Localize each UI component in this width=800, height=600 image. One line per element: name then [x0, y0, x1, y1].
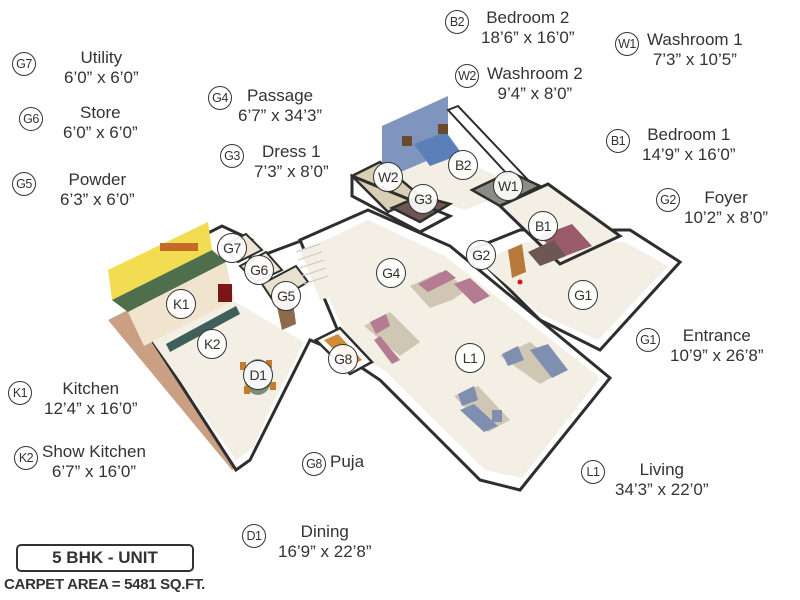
legend-l1: L1 Living 34’3” x 22’0” — [581, 460, 709, 500]
plan-marker-k2: K2 — [197, 329, 227, 359]
badge-b2: B2 — [445, 10, 469, 34]
badge-b1: B1 — [606, 129, 630, 153]
room-size: 7’3” x 8’0” — [254, 162, 329, 181]
legend-g5: G5 Powder 6’3” x 6’0” — [12, 170, 135, 210]
stairs — [295, 243, 329, 285]
badge-w2: W2 — [455, 64, 479, 88]
room-name: Living — [639, 460, 684, 479]
badge-g7: G7 — [12, 52, 36, 76]
room-name: Utility — [80, 48, 123, 67]
badge-g2: G2 — [656, 188, 680, 212]
badge-k2: K2 — [14, 446, 38, 470]
room-size: 9’4” x 8’0” — [497, 84, 573, 103]
badge-g5: G5 — [12, 172, 36, 196]
badge-l1: L1 — [581, 460, 605, 484]
room-name: Store — [80, 103, 121, 122]
room-name: Washroom 1 — [647, 30, 743, 49]
badge-g6: G6 — [19, 107, 43, 131]
plan-marker-g3: G3 — [408, 184, 438, 214]
room-name: Foyer — [704, 188, 748, 207]
room-name: Bedroom 1 — [647, 125, 731, 144]
room-size: 18’6” x 16’0” — [481, 28, 575, 47]
unit-type-box: 5 BHK - UNIT — [16, 544, 194, 572]
legend-b1: B1 Bedroom 1 14’9” x 16’0” — [606, 125, 736, 165]
legend-g3: G3 Dress 1 7’3” x 8’0” — [220, 142, 329, 182]
legend-k1: K1 Kitchen 12’4” x 16’0” — [8, 379, 138, 419]
room-size: 6’3” x 6’0” — [60, 190, 135, 209]
plan-marker-g1: G1 — [568, 280, 598, 310]
plan-marker-l1: L1 — [455, 343, 485, 373]
room-size: 7’3” x 10’5” — [652, 50, 737, 69]
plan-marker-g8: G8 — [328, 344, 358, 374]
badge-k1: K1 — [8, 381, 32, 405]
legend-g6: G6 Store 6’0” x 6’0” — [19, 103, 138, 143]
room-size: 6’0” x 6’0” — [63, 123, 138, 142]
room-name: Dining — [300, 522, 349, 541]
carpet-area-label: CARPET AREA = 5481 SQ.FT. — [4, 576, 206, 593]
legend-g8: G8 Puja — [302, 452, 364, 476]
plan-marker-g5: G5 — [271, 281, 301, 311]
room-name: Washroom 2 — [487, 64, 583, 83]
badge-d1: D1 — [242, 524, 266, 548]
living-furniture — [364, 270, 568, 432]
legend-d1: D1 Dining 16’9” x 22’8” — [242, 522, 372, 562]
room-size: 10’2” x 8’0” — [684, 208, 769, 227]
legend-g4: G4 Passage 6’7” x 34’3” — [208, 86, 322, 126]
plan-marker-k1: K1 — [166, 289, 196, 319]
plan-marker-g6: G6 — [244, 255, 274, 285]
badge-g4: G4 — [208, 86, 232, 110]
room-size: 14’9” x 16’0” — [642, 145, 736, 164]
plan-marker-w1: W1 — [493, 171, 523, 201]
plan-marker-g7: G7 — [217, 233, 247, 263]
legend-g2: G2 Foyer 10’2” x 8’0” — [656, 188, 768, 228]
plan-marker-g2: G2 — [466, 240, 496, 270]
legend-g7: G7 Utility 6’0” x 6’0” — [12, 48, 139, 88]
room-size: 6’7” x 16’0” — [51, 462, 137, 481]
plan-marker-d1: D1 — [243, 360, 273, 390]
room-name: Dress 1 — [262, 142, 321, 161]
room-size: 16’9” x 22’8” — [278, 542, 372, 561]
badge-g1: G1 — [636, 328, 660, 352]
room-name: Powder — [68, 170, 127, 189]
room-size: 10’9” x 26’8” — [670, 346, 764, 365]
badge-w1: W1 — [615, 32, 639, 56]
room-size: 12’4” x 16’0” — [44, 399, 138, 418]
kitchen-area — [108, 222, 240, 352]
room-name: Show Kitchen — [42, 442, 146, 461]
plan-marker-b2: B2 — [448, 150, 478, 180]
room-name: Kitchen — [62, 379, 120, 398]
room-size: 34’3” x 22’0” — [615, 480, 709, 499]
room-size: 6’7” x 34’3” — [238, 106, 323, 125]
room-name: Entrance — [682, 326, 751, 345]
plan-marker-w2: W2 — [373, 162, 403, 192]
plan-marker-b1: B1 — [528, 211, 558, 241]
legend-b2: B2 Bedroom 2 18’6” x 16’0” — [445, 8, 575, 48]
badge-g3: G3 — [220, 144, 244, 168]
legend-k2: K2 Show Kitchen 6’7” x 16’0” — [14, 442, 146, 482]
badge-g8: G8 — [302, 452, 326, 476]
legend-w2: W2 Washroom 2 9’4” x 8’0” — [455, 64, 583, 104]
unit-type-label: 5 BHK - UNIT — [52, 548, 158, 567]
room-size: 6’0” x 6’0” — [64, 68, 139, 87]
legend-g1: G1 Entrance 10’9” x 26’8” — [636, 326, 764, 366]
room-name: Passage — [246, 86, 314, 105]
legend-w1: W1 Washroom 1 7’3” x 10’5” — [615, 30, 743, 70]
room-name: Puja — [330, 452, 365, 471]
room-name: Bedroom 2 — [486, 8, 570, 27]
bedroom-block — [349, 96, 623, 285]
plan-marker-g4: G4 — [376, 258, 406, 288]
